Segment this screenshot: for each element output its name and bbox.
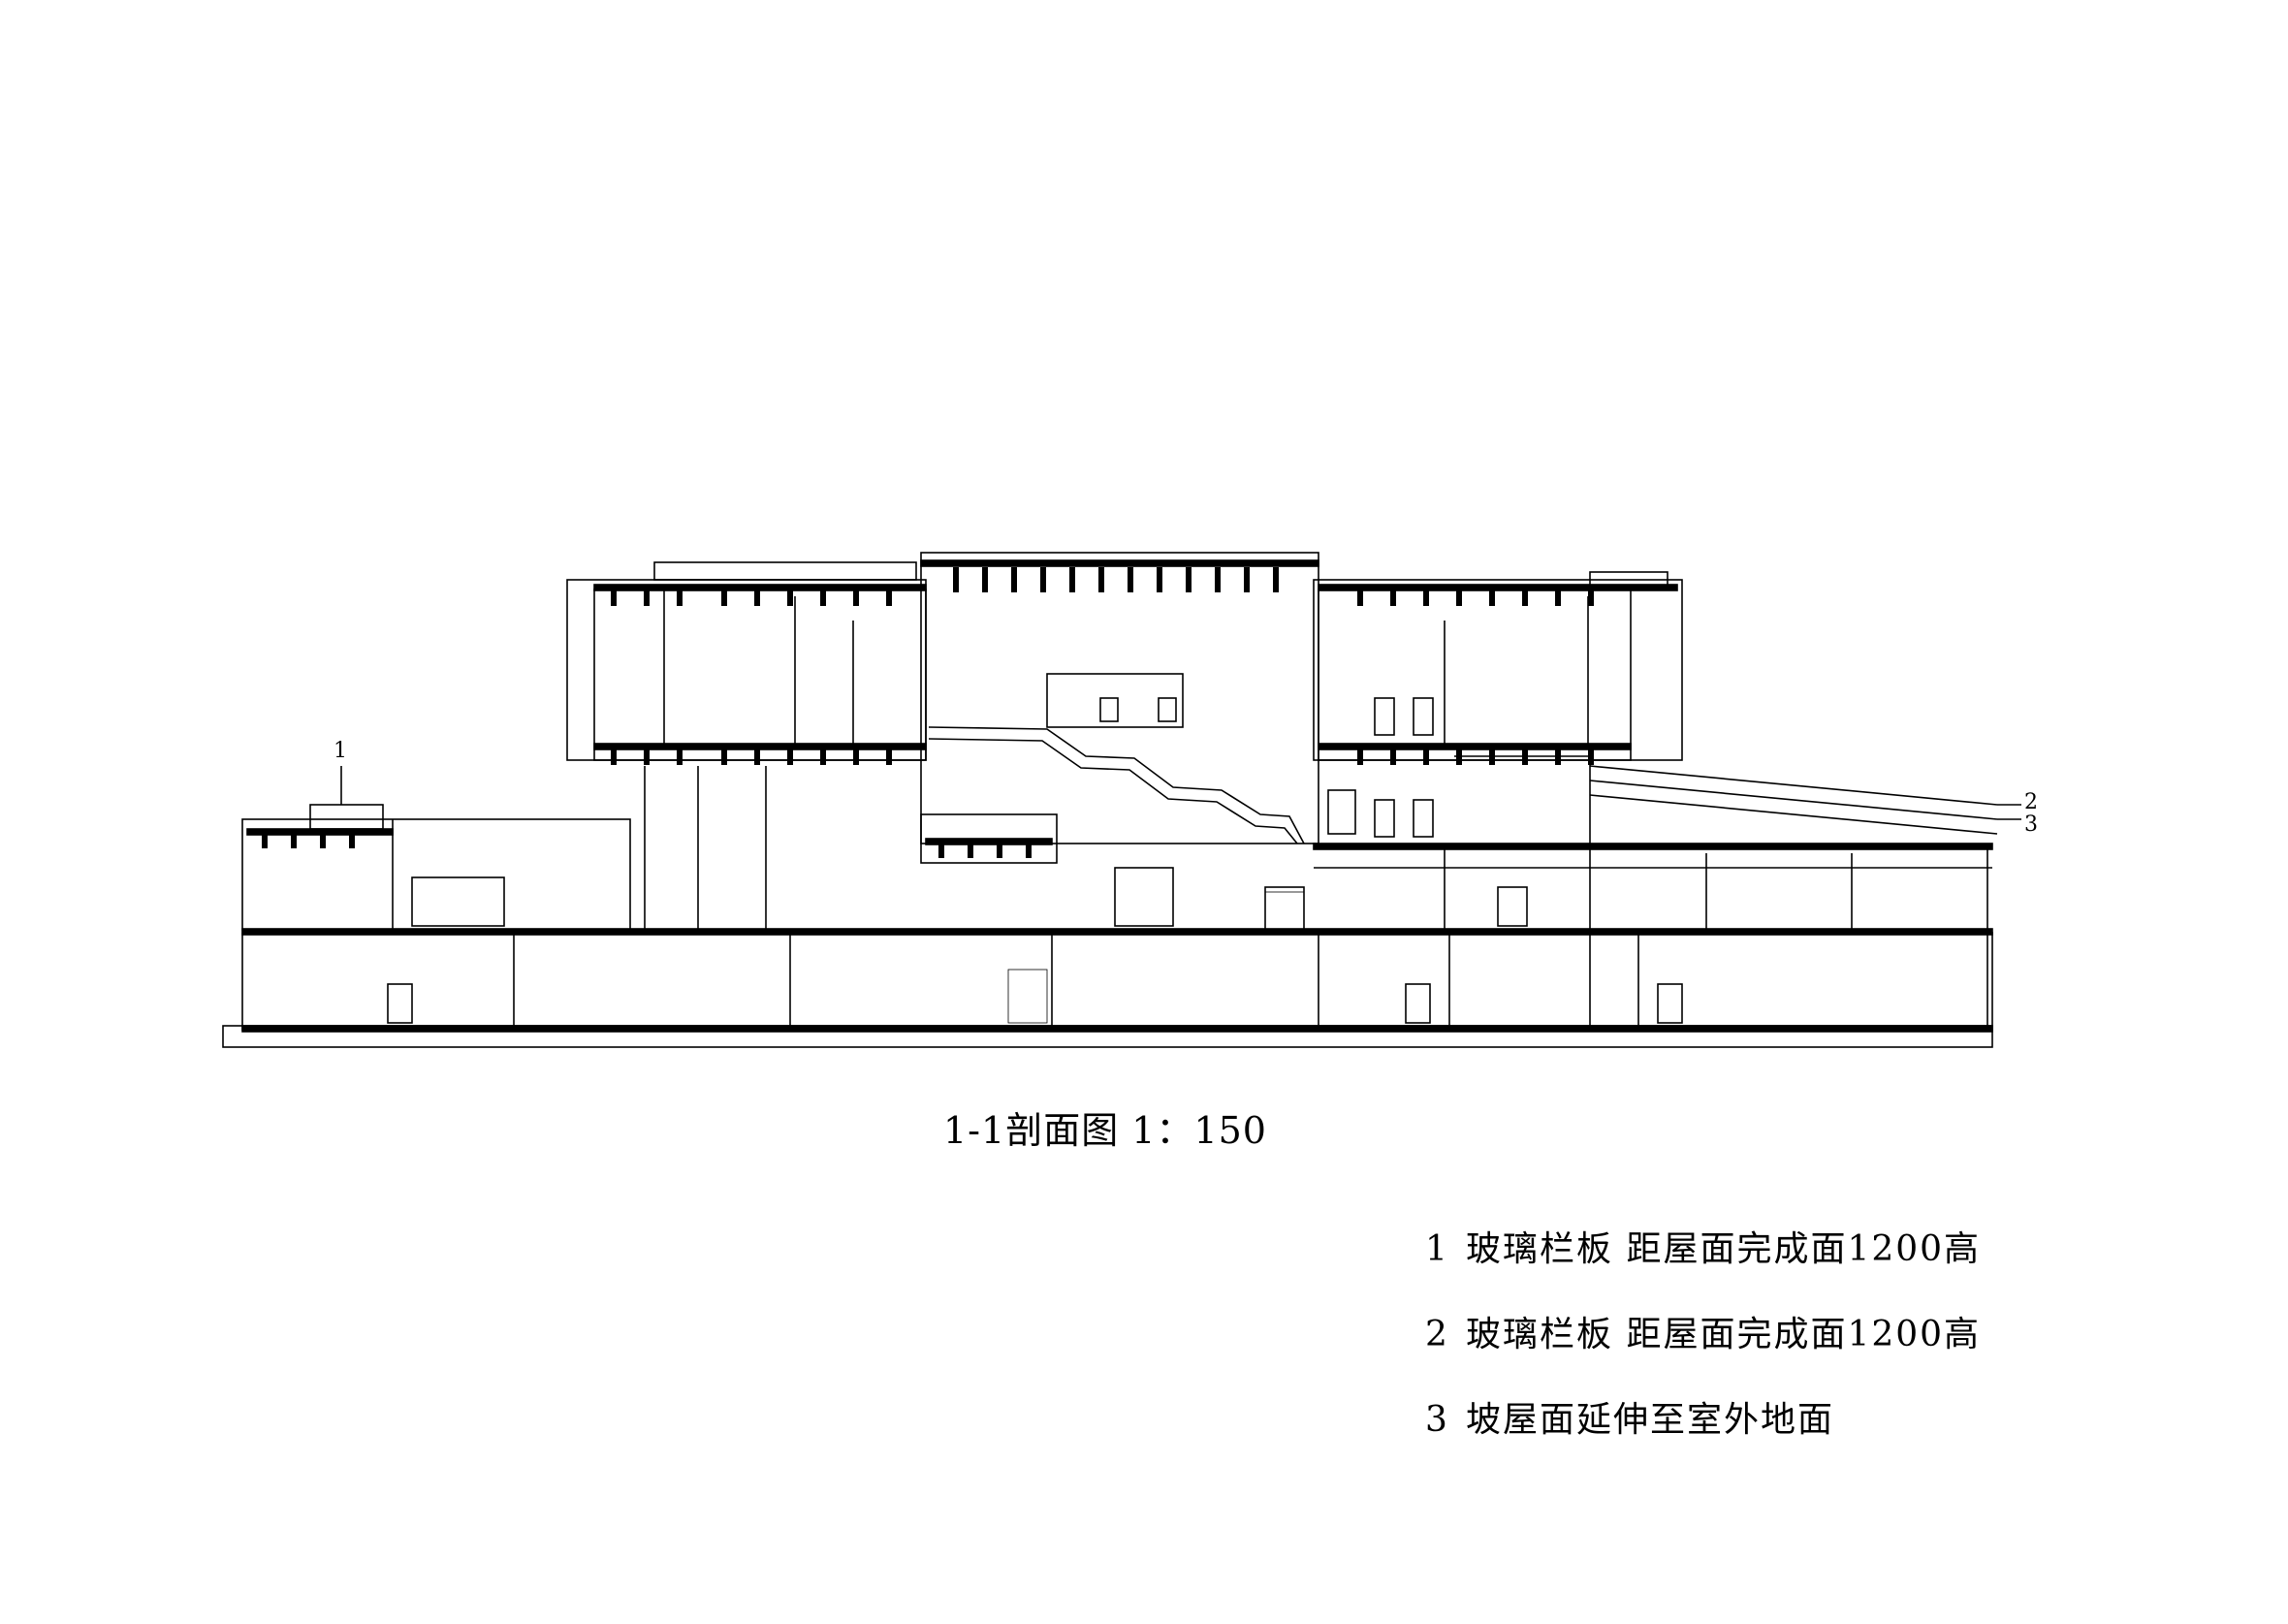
callout-1: 1 (334, 739, 347, 763)
note-item: 2 玻璃栏板 距屋面完成面1200高 (1425, 1292, 1981, 1378)
note-item: 3 坡屋面延伸至室外地面 (1425, 1378, 1981, 1463)
note-text: 坡屋面延伸至室外地面 (1466, 1400, 1835, 1440)
basement (222, 928, 1993, 1048)
drawing-title: 1-1剖面图 1：150 (943, 1109, 1267, 1152)
callout-3: 3 (2024, 812, 2038, 837)
note-number: 2 (1425, 1315, 1449, 1354)
upper-right-block (1313, 571, 1683, 838)
right-wing (1313, 755, 1998, 1028)
note-text: 玻璃栏板 距屋面完成面1200高 (1466, 1229, 1982, 1269)
upper-left-block (566, 561, 927, 765)
central-atrium (920, 552, 1319, 932)
left-wing (241, 766, 767, 932)
note-number: 3 (1425, 1400, 1449, 1440)
callout-2: 2 (2024, 790, 2038, 814)
note-item: 1 玻璃栏板 距屋面完成面1200高 (1425, 1207, 1981, 1292)
note-text: 玻璃栏板 距屋面完成面1200高 (1466, 1315, 1982, 1354)
notes-list: 1 玻璃栏板 距屋面完成面1200高 2 玻璃栏板 距屋面完成面1200高 3 坡屋面… (1425, 1207, 1981, 1463)
note-number: 1 (1425, 1229, 1449, 1269)
